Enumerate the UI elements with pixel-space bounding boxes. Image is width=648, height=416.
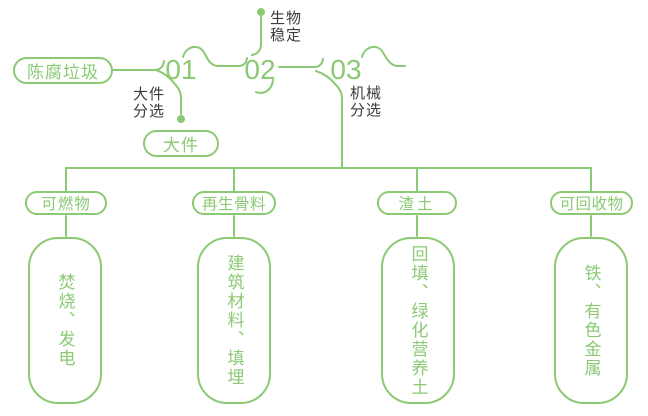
flow-line-02-to-03 bbox=[278, 58, 324, 68]
category-label: 可回收物 bbox=[559, 196, 624, 213]
flow-line-root-to-01 bbox=[112, 60, 165, 71]
result-label: 建筑材料、填埋 bbox=[224, 254, 244, 387]
output-node-label: 大件 bbox=[163, 136, 199, 155]
branch-line-03-down bbox=[315, 70, 343, 169]
result-label: 回填、绿化营养土 bbox=[408, 244, 428, 397]
process-label-mechanical-sorting: 机械 分选 bbox=[350, 85, 383, 119]
category-node-recyclables: 可回收物 bbox=[550, 191, 633, 215]
step-number-02: 02 bbox=[244, 54, 276, 85]
category-label: 再生骨料 bbox=[201, 196, 266, 213]
junction-dot-bulky bbox=[177, 115, 185, 123]
root-node-label: 陈腐垃圾 bbox=[27, 63, 99, 82]
result-node-iron-nonferrous-metals: 铁、有色金属 bbox=[554, 237, 628, 404]
result-node-building-materials-landfill: 建筑材料、填埋 bbox=[197, 237, 271, 404]
process-label-line: 分选 bbox=[350, 101, 383, 119]
category-node-slag-soil: 渣土 bbox=[377, 191, 457, 215]
flow-line-01-to-02 bbox=[182, 45, 248, 67]
process-label-bulky-sorting: 大件 分选 bbox=[133, 86, 166, 120]
flow-line-03-out bbox=[361, 45, 406, 67]
result-label: 焚烧、发电 bbox=[55, 273, 75, 368]
result-node-incineration-power: 焚烧、发电 bbox=[28, 237, 102, 404]
process-label-line: 稳定 bbox=[270, 26, 303, 44]
branch-line-01-down bbox=[155, 69, 182, 115]
swash-under-02 bbox=[255, 79, 274, 94]
branch-line-02-up bbox=[251, 16, 262, 56]
distribution-bar bbox=[65, 167, 592, 192]
process-label-line: 生物 bbox=[270, 10, 303, 27]
process-label-biological-stabilization: 生物 稳定 bbox=[270, 10, 303, 44]
category-node-combustibles: 可燃物 bbox=[25, 191, 107, 215]
result-label: 铁、有色金属 bbox=[581, 263, 601, 378]
step-number-01: 01 bbox=[165, 54, 197, 85]
root-node-aged-waste: 陈腐垃圾 bbox=[13, 57, 113, 84]
process-label-line: 机械 bbox=[350, 85, 383, 102]
output-node-bulky-items: 大件 bbox=[143, 130, 219, 157]
category-node-recycled-aggregate: 再生骨料 bbox=[192, 191, 276, 215]
category-label: 可燃物 bbox=[41, 196, 91, 213]
junction-dot-bio bbox=[257, 8, 265, 16]
process-label-line: 大件 bbox=[133, 86, 166, 103]
process-label-line: 分选 bbox=[133, 102, 166, 120]
result-node-backfill-nutrient-soil: 回填、绿化营养土 bbox=[381, 237, 455, 404]
category-label: 渣土 bbox=[398, 196, 436, 213]
step-number-03: 03 bbox=[330, 54, 362, 85]
